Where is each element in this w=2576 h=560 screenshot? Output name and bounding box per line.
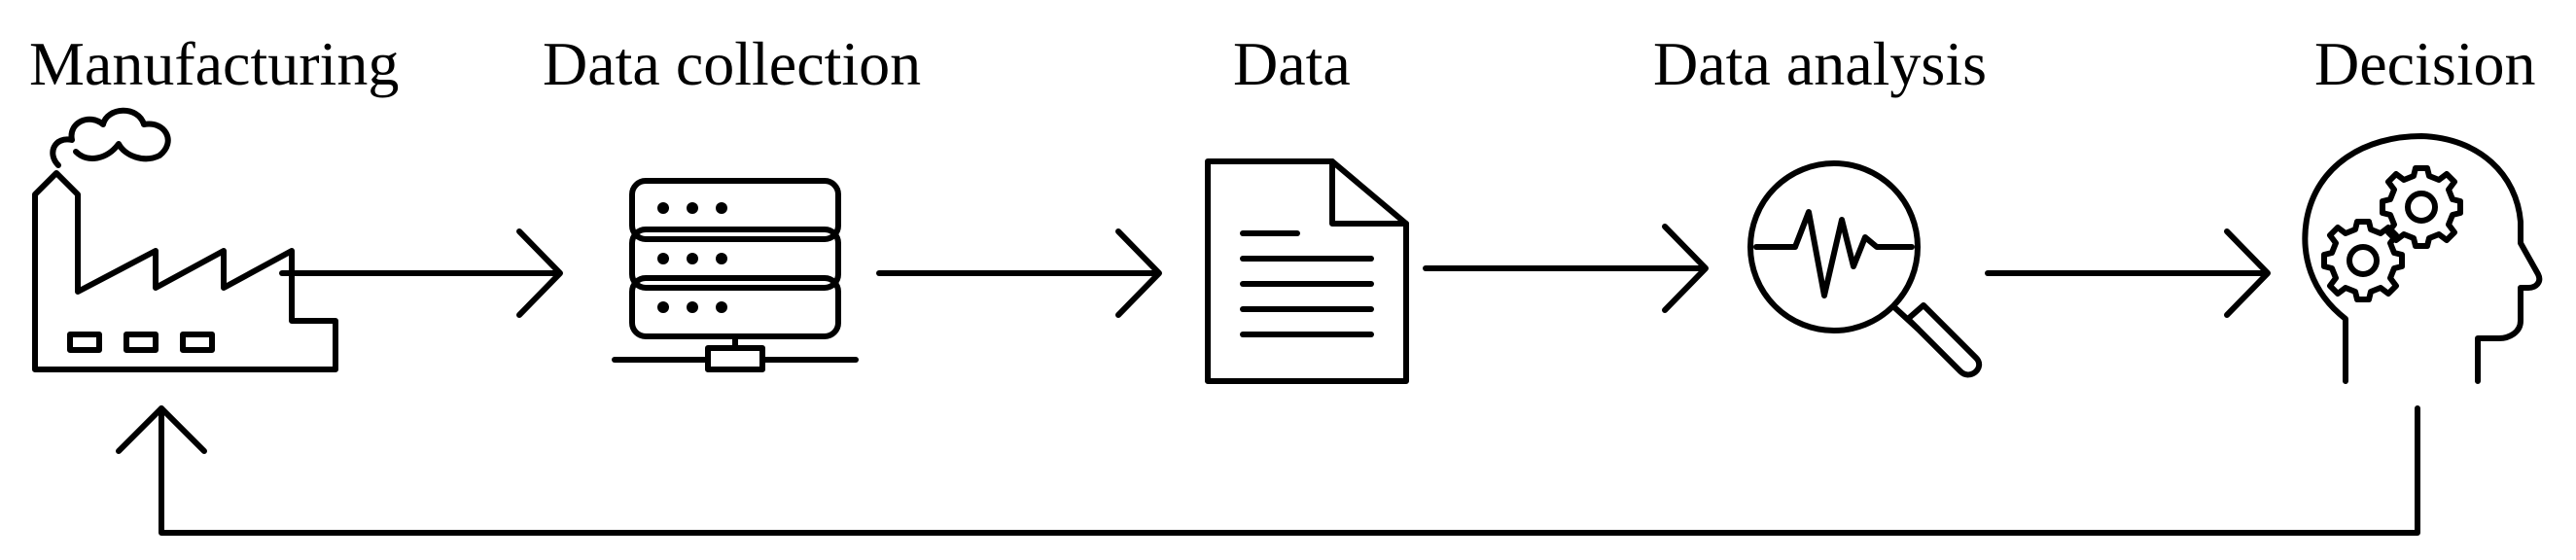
document-icon bbox=[1205, 158, 1409, 384]
magnifier-waveform-icon bbox=[1747, 160, 1983, 378]
arrow-analysis-to-decision bbox=[1985, 228, 2271, 318]
stage-label-decision: Decision bbox=[2314, 29, 2536, 98]
stage-label-manufacturing: Manufacturing bbox=[29, 29, 400, 98]
head-gears-icon bbox=[2302, 133, 2543, 384]
arrow-collection-to-data bbox=[876, 228, 1162, 318]
stage-label-data: Data bbox=[1233, 29, 1351, 98]
arrow-manufacturing-to-collection bbox=[279, 228, 563, 318]
arrow-data-to-analysis bbox=[1423, 224, 1709, 313]
feedback-arrow-decision-to-manufacturing bbox=[116, 405, 2420, 536]
stage-label-data-collection: Data collection bbox=[543, 29, 922, 98]
factory-icon bbox=[32, 107, 338, 372]
server-icon bbox=[612, 178, 859, 372]
gear-icon bbox=[2321, 219, 2405, 302]
gear-icon bbox=[2380, 165, 2463, 249]
stage-label-data-analysis: Data analysis bbox=[1653, 29, 1987, 98]
